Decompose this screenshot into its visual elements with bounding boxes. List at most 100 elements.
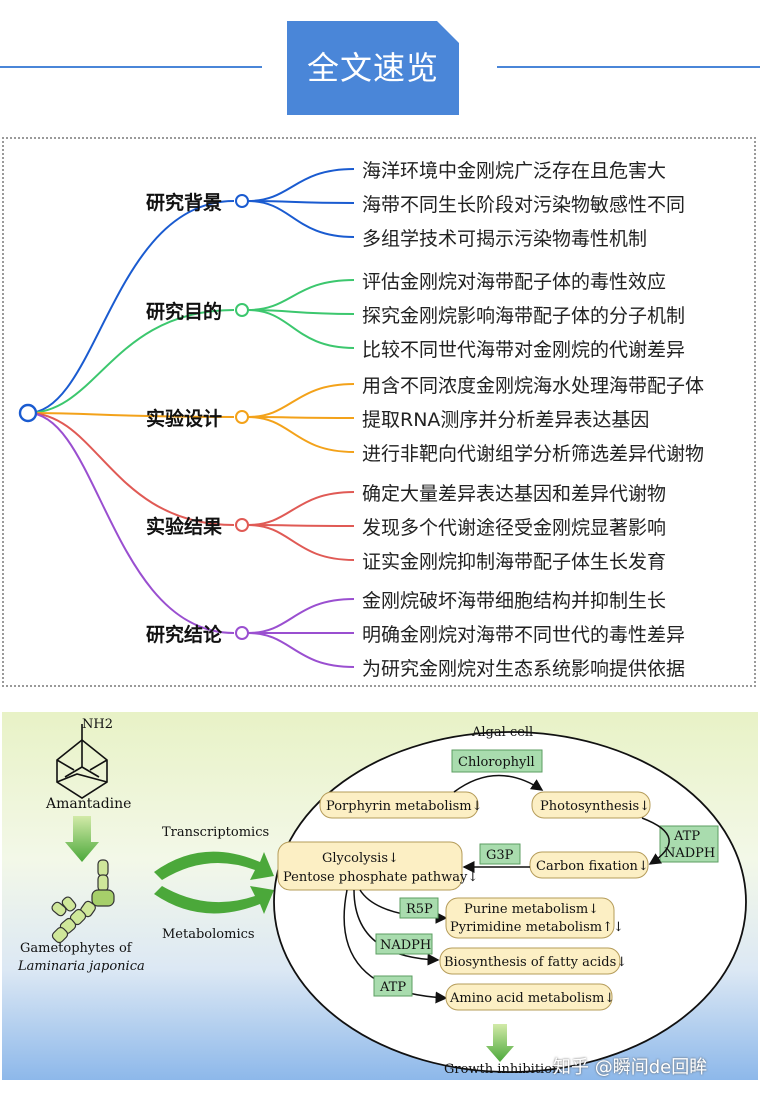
g3p-label: G3P [486, 848, 514, 863]
gametophytes-line2: Laminaria japonica [17, 959, 145, 974]
branch-leaf [247, 309, 355, 349]
algal-cell-label: Algal cell [471, 725, 533, 740]
chlorophyll-box [451, 749, 543, 773]
glycolysis-label: Glycolysis↓ [322, 851, 399, 866]
category-node-icon [235, 626, 249, 640]
green-down-arrow-icon [65, 816, 99, 862]
pyrimidine-label: Pyrimidine metabolism↑↓ [450, 920, 624, 935]
photosynthesis-box [531, 791, 651, 819]
metabolomics-arrow-icon [154, 886, 274, 914]
branch-main [27, 309, 235, 414]
carbon-fixation-label: Carbon fixation↓ [536, 859, 649, 874]
category-node-icon [235, 410, 249, 424]
transcriptomics-arrow-icon [154, 851, 274, 880]
r5p-label: R5P [406, 902, 433, 917]
mindmap-leaf-text: 用含不同浓度金刚烷海水处理海带配子体 [362, 375, 705, 397]
mindmap-category-label: 研究背景 [146, 192, 223, 214]
branch-leaf [247, 279, 355, 311]
mindmap-leaf-text: 金刚烷破坏海带细胞结构并抑制生长 [362, 590, 667, 612]
amino-label: Amino acid metabolism↓ [449, 991, 615, 1006]
metabolomics-label: Metabolomics [162, 927, 255, 942]
arrow-photosynthesis-to-carbon [641, 817, 670, 865]
amantadine-label: Amantadine [45, 796, 131, 812]
header-line-right [497, 66, 760, 68]
atp-nadph-box [659, 825, 719, 863]
branch-leaf [247, 200, 355, 204]
mindmap-leaf-text: 海带不同生长阶段对污染物敏感性不同 [362, 194, 686, 216]
branch-leaf [247, 632, 355, 668]
atp-nadph-label-1: ATP [673, 829, 700, 844]
arrow-to-fatty [353, 889, 440, 966]
mindmap-leaf-text: 为研究金刚烷对生态系统影响提供依据 [362, 658, 686, 680]
branch-main [27, 412, 235, 634]
arrow-to-amino [343, 889, 448, 1004]
r5p-box [399, 897, 439, 919]
watermark: 知乎 @瞬间de回眸 [553, 1057, 708, 1078]
header: 全文速览 [0, 0, 760, 125]
mindmap-leaf-text: 海洋环境中金刚烷广泛存在且危害大 [362, 160, 667, 182]
category-node-icon [235, 518, 249, 532]
mindmap-category-label: 实验设计 [146, 408, 223, 430]
branch-leaf [247, 524, 355, 527]
branch-main [27, 200, 235, 414]
mindmap-leaf-text: 提取RNA测序并分析差异表达基因 [362, 409, 650, 431]
porphyrin-label: Porphyrin metabolism↓ [326, 799, 483, 814]
purine-label: Purine metabolism↓ [464, 902, 599, 917]
mindmap-category-label: 研究结论 [146, 624, 223, 646]
mindmap-category-label: 研究目的 [146, 301, 223, 323]
mindmap-leaf-text: 证实金刚烷抑制海带配子体生长发育 [362, 551, 667, 573]
amino-box [445, 983, 613, 1011]
branch-leaf [247, 168, 355, 202]
atp-box [373, 975, 413, 997]
gametophyte-icon [51, 859, 115, 944]
amantadine-structure-icon [56, 724, 108, 799]
atp-label: ATP [379, 980, 406, 995]
carbon-fixation-box [529, 851, 649, 879]
nh2-label: NH2 [82, 717, 113, 732]
mindmap-leaf-text: 进行非靶向代谢组学分析筛选差异代谢物 [362, 443, 705, 465]
nadph-label: NADPH [380, 938, 431, 953]
branch-leaf [247, 200, 355, 238]
g3p-box [479, 843, 521, 865]
chlorophyll-label: Chlorophyll [458, 755, 535, 770]
mindmap: 海洋环境中金刚烷广泛存在且危害大海带不同生长阶段对污染物敏感性不同多组学技术可揭… [2, 137, 756, 687]
mindmap-leaf-text: 多组学技术可揭示污染物毒性机制 [362, 228, 648, 250]
page-title: 全文速览 [306, 49, 439, 87]
growth-inhibition-label: Growth inhibition [444, 1062, 561, 1077]
branch-main [27, 412, 235, 526]
mindmap-leaf-text: 发现多个代谢途径受金刚烷显著影响 [362, 517, 667, 539]
pentose-label: Pentose phosphate pathway↓ [283, 870, 478, 885]
mindmap-leaf-text: 确定大量差异表达基因和差异代谢物 [362, 483, 667, 505]
title-banner: 全文速览 [287, 21, 459, 115]
branch-leaf [247, 309, 355, 315]
atp-nadph-label-2: NADPH [664, 846, 715, 861]
arrow-porphyrin-to-photosynthesis [453, 774, 544, 793]
header-line-left [0, 66, 262, 68]
pathway-graphic: NH2 Amantadine Gametophytes of Laminaria… [2, 712, 758, 1080]
pathway-diagram: NH2 Amantadine Gametophytes of Laminaria… [17, 717, 747, 1077]
glycolysis-box [277, 841, 463, 891]
branch-leaf [247, 383, 355, 418]
mindmap-leaf-text: 比较不同世代海带对金刚烷的代谢差异 [362, 339, 686, 361]
fatty-box [439, 947, 621, 975]
purine-box [445, 897, 615, 939]
growth-arrow-icon [486, 1024, 514, 1062]
porphyrin-box [319, 791, 479, 819]
fatty-label: Biosynthesis of fatty acids↓ [444, 955, 627, 970]
gametophytes-line1: Gametophytes of [20, 941, 133, 956]
branch-leaf [247, 416, 355, 453]
transcriptomics-label: Transcriptomics [162, 825, 269, 840]
branch-leaf [247, 491, 355, 526]
mindmap-leaf-text: 明确金刚烷对海带不同世代的毒性差异 [362, 624, 686, 646]
branch-leaf [247, 416, 355, 419]
mindmap-category-label: 实验结果 [146, 516, 223, 538]
photosynthesis-label: Photosynthesis↓ [540, 799, 650, 814]
category-node-icon [235, 194, 249, 208]
root-node-icon [18, 403, 38, 423]
branch-leaf [247, 524, 355, 561]
mindmap-leaf-text: 评估金刚烷对海带配子体的毒性效应 [362, 271, 667, 293]
branch-leaf [247, 598, 355, 634]
category-node-icon [235, 303, 249, 317]
branch-main [27, 412, 235, 418]
mindmap-branches [18, 168, 355, 668]
